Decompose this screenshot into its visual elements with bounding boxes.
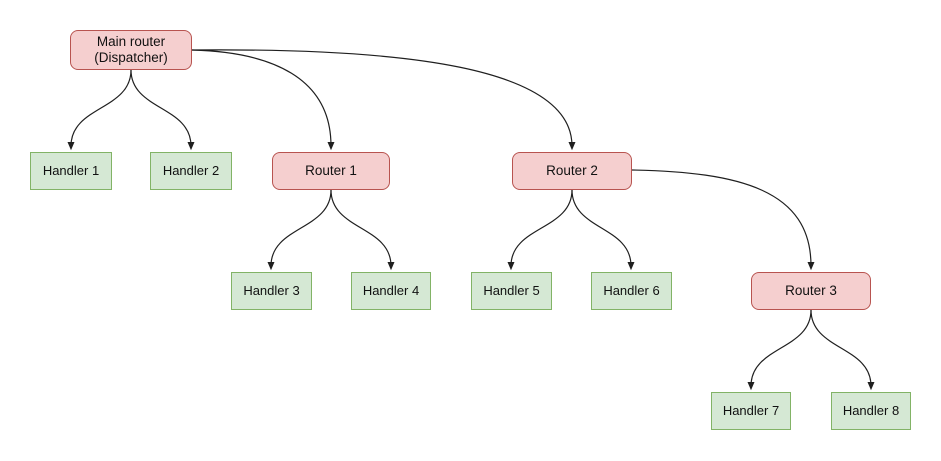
edge-main-to-handler-2 [130,69,195,151]
node-handler-8[interactable]: Handler 8 [831,392,911,430]
edge-router-3-to-handler-7 [747,309,812,391]
edge-router-2-to-handler-5 [507,189,573,271]
node-label: Handler 4 [362,283,420,299]
node-handler-2[interactable]: Handler 2 [150,152,232,190]
edge-router-2-to-handler-6 [571,189,635,271]
node-router-1[interactable]: Router 1 [272,152,390,190]
node-handler-4[interactable]: Handler 4 [351,272,431,310]
edge-main-to-router-2 [191,49,576,151]
node-main-router[interactable]: Main router (Dispatcher) [70,30,192,70]
node-handler-1[interactable]: Handler 1 [30,152,112,190]
node-handler-5[interactable]: Handler 5 [471,272,552,310]
edge-main-to-router-1 [191,49,335,151]
edge-router-1-to-handler-3 [267,189,332,271]
edge-router-1-to-handler-4 [330,189,395,271]
node-label: Main router (Dispatcher) [94,34,168,65]
node-label: Handler 7 [722,403,780,419]
node-label: Router 1 [305,163,357,179]
node-handler-3[interactable]: Handler 3 [231,272,312,310]
node-router-3[interactable]: Router 3 [751,272,871,310]
node-label: Handler 1 [42,163,100,179]
edge-router-2-to-router-3 [631,169,815,271]
edges-group [67,49,875,391]
node-label: Handler 6 [603,283,660,299]
node-router-2[interactable]: Router 2 [512,152,632,190]
node-label: Handler 2 [162,163,220,179]
node-label: Handler 3 [243,283,300,299]
node-label: Handler 5 [483,283,540,299]
edge-router-3-to-handler-8 [810,309,875,391]
edge-main-to-handler-1 [67,69,132,151]
node-handler-6[interactable]: Handler 6 [591,272,672,310]
node-handler-7[interactable]: Handler 7 [711,392,791,430]
node-label: Handler 8 [842,403,900,419]
node-label: Router 3 [785,283,837,299]
node-label: Router 2 [546,163,598,179]
